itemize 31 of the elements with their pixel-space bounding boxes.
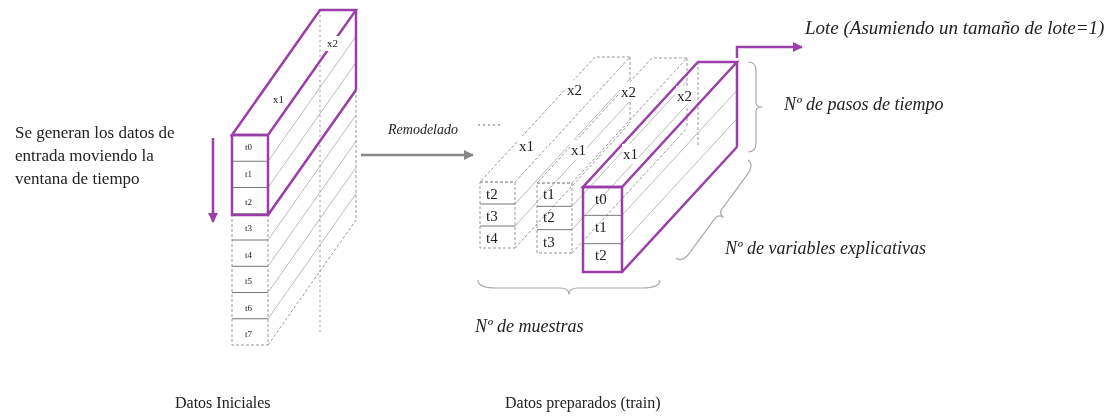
cell-label: t3 (543, 233, 555, 252)
axis-label: x2 (676, 86, 693, 107)
cell-label: t0 (245, 141, 252, 154)
description-text: Se generan los datos de entrada moviendo la ventana de tiempo (15, 122, 176, 190)
caption: Datos preparados (train) (505, 393, 661, 414)
cell-label: t0 (595, 190, 607, 209)
cell-label: t1 (543, 185, 555, 204)
cell-label: t4 (245, 249, 252, 262)
arrow (361, 150, 474, 160)
cell-label: t2 (543, 208, 555, 227)
cell-label: t4 (486, 229, 498, 248)
cell-label: t5 (245, 275, 252, 288)
cell-label: t2 (486, 185, 498, 204)
cell-label: t7 (245, 328, 252, 341)
cell-label: t2 (245, 196, 252, 209)
cell-label: t3 (486, 207, 498, 226)
cell-label: t6 (245, 302, 252, 315)
arrow (735, 42, 803, 58)
cell-label: t1 (245, 168, 252, 181)
cell-label: t2 (595, 246, 607, 265)
axis-label: x1 (570, 140, 587, 161)
caption: Datos Iniciales (175, 393, 271, 413)
annotation-text: Nº de muestras (475, 315, 584, 338)
axis-label: x2 (326, 36, 339, 51)
cell-label: t3 (245, 222, 252, 235)
axis-label: x2 (620, 82, 637, 103)
annotation-text: Nº de pasos de tiempo (784, 93, 944, 116)
cell-label: t1 (595, 218, 607, 237)
axis-label: x1 (622, 144, 639, 165)
annotation-text: Lote (Asumiendo un tamaño de lote=1) (805, 16, 1105, 66)
annotation-text: Nº de variables explicativas (725, 237, 927, 260)
